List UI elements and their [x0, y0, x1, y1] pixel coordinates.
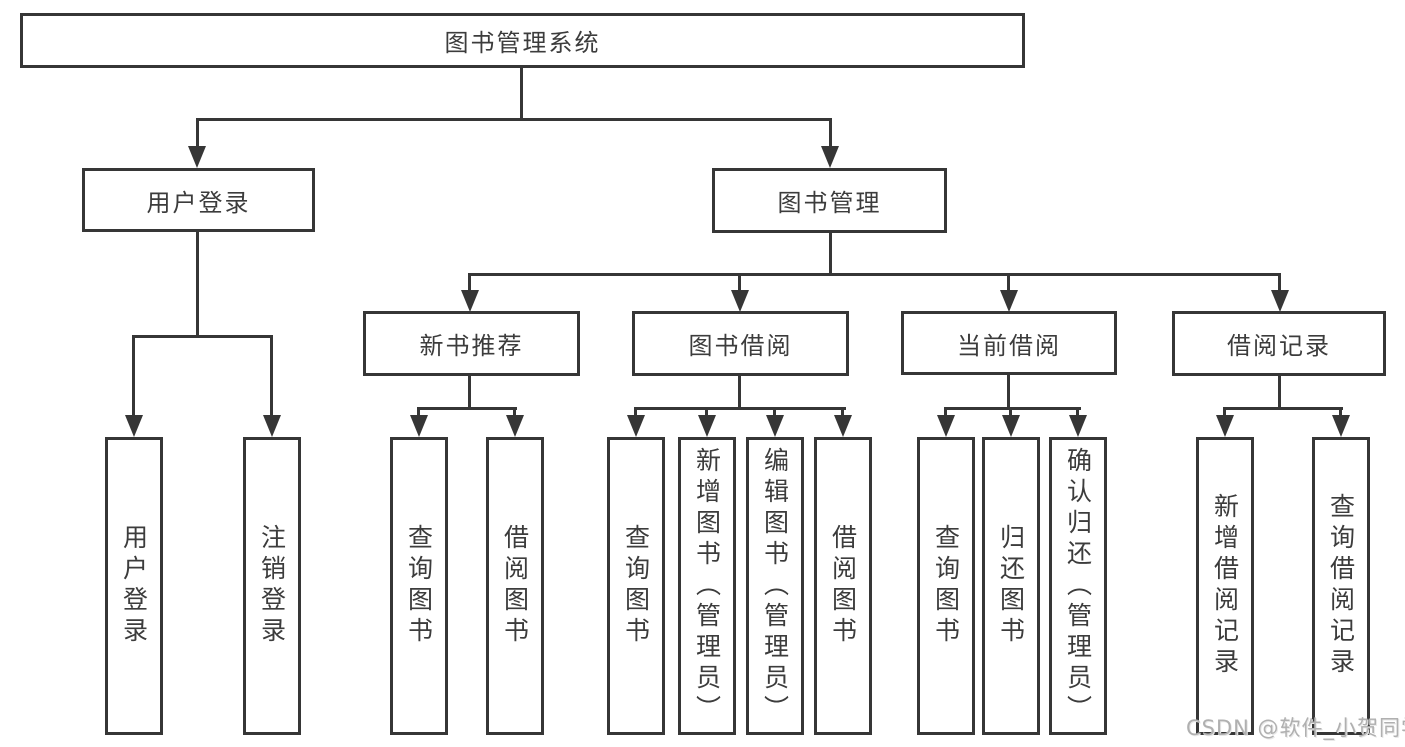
leaf-query-books-borrow: 查询图书 — [607, 437, 665, 735]
arrowhead — [698, 415, 716, 437]
node-label: 当前借阅 — [957, 331, 1061, 360]
connector-user-login-stem — [196, 232, 199, 337]
connector-new-book-stem — [468, 376, 471, 408]
node-label: 查询图书 — [404, 524, 434, 648]
node-label: 借阅图书 — [500, 524, 530, 648]
node-label: 借阅记录 — [1227, 332, 1331, 360]
connector-drop-logout-leaf — [270, 337, 273, 417]
connector-drop-book-borrow — [738, 275, 741, 295]
connector-drop-borrow-records — [1278, 275, 1281, 295]
node-current-borrow: 当前借阅 — [901, 311, 1117, 375]
arrowhead — [263, 415, 281, 437]
node-label: 注销登录 — [257, 524, 287, 648]
node-borrow-records: 借阅记录 — [1172, 311, 1386, 376]
connector-borrow-records-stem — [1278, 376, 1281, 408]
arrowhead — [1000, 290, 1018, 312]
arrowhead — [627, 415, 645, 437]
connector-book-management-stem — [829, 233, 832, 275]
node-label: 归还图书 — [996, 524, 1026, 648]
leaf-return-book: 归还图书 — [982, 437, 1040, 735]
connector-book-borrow-rail — [634, 407, 846, 410]
connector-drop-login-leaf — [132, 337, 135, 417]
arrowhead — [188, 146, 206, 168]
arrowhead — [937, 415, 955, 437]
csdn-watermark: CSDN @软件_小贺同学 — [1186, 716, 1405, 740]
connector-current-borrow-stem — [1007, 375, 1010, 408]
node-label: 新增借阅记录 — [1210, 493, 1240, 679]
connector-drop-book-management — [829, 120, 832, 150]
connector-drop-new-book — [468, 275, 471, 295]
connector-level3-rail — [468, 273, 1281, 276]
connector-root-stem — [520, 68, 523, 118]
arrowhead — [766, 415, 784, 437]
arrowhead — [1002, 415, 1020, 437]
node-label: 用户登录 — [146, 188, 251, 217]
leaf-borrow-books-borrow: 借阅图书 — [814, 437, 872, 735]
node-label: 编辑图书（管理员） — [760, 446, 790, 726]
node-label: 借阅图书 — [828, 524, 858, 648]
arrowhead — [125, 415, 143, 437]
node-book-borrow: 图书借阅 — [632, 311, 849, 376]
node-label: 查询借阅记录 — [1326, 493, 1356, 679]
connector-current-borrow-rail — [944, 407, 1081, 410]
arrowhead — [834, 415, 852, 437]
leaf-query-borrow-record: 查询借阅记录 — [1312, 437, 1370, 735]
node-library-system: 图书管理系统 — [20, 13, 1025, 68]
node-label: 确认归还（管理员） — [1063, 446, 1093, 726]
connector-borrow-records-rail — [1223, 407, 1343, 410]
leaf-add-book-admin: 新增图书（管理员） — [678, 437, 736, 735]
node-label: 图书管理 — [777, 189, 882, 217]
arrowhead — [1332, 415, 1350, 437]
arrowhead — [1216, 415, 1234, 437]
leaf-confirm-return-admin: 确认归还（管理员） — [1049, 437, 1107, 735]
arrowhead — [461, 290, 479, 312]
arrowhead — [821, 146, 839, 168]
leaf-add-borrow-record: 新增借阅记录 — [1196, 437, 1254, 735]
connector-level1-rail — [196, 118, 832, 121]
node-label: 用户登录 — [119, 524, 149, 648]
arrowhead — [410, 415, 428, 437]
connector-drop-current-borrow — [1007, 275, 1010, 295]
arrowhead — [731, 290, 749, 312]
arrowhead — [1271, 290, 1289, 312]
node-label: 新书推荐 — [419, 332, 524, 360]
arrowhead — [506, 415, 524, 437]
leaf-borrow-books-recommend: 借阅图书 — [486, 437, 544, 735]
connector-user-login-rail — [132, 335, 273, 338]
node-label: 查询图书 — [621, 524, 651, 648]
node-label: 图书管理系统 — [444, 29, 601, 57]
node-label: 查询图书 — [931, 524, 961, 648]
leaf-logout: 注销登录 — [243, 437, 301, 735]
connector-drop-user-login — [196, 120, 199, 150]
node-user-login: 用户登录 — [82, 168, 315, 232]
leaf-query-books-recommend: 查询图书 — [390, 437, 448, 735]
connector-book-borrow-stem — [738, 376, 741, 408]
connector-new-book-rail — [417, 407, 517, 410]
node-label: 图书借阅 — [688, 332, 793, 360]
node-book-management: 图书管理 — [712, 168, 947, 233]
arrowhead — [1069, 415, 1087, 437]
leaf-user-login: 用户登录 — [105, 437, 163, 735]
node-label: 新增图书（管理员） — [692, 446, 722, 726]
leaf-edit-book-admin: 编辑图书（管理员） — [746, 437, 804, 735]
leaf-query-books-current: 查询图书 — [917, 437, 975, 735]
node-new-book-recommend: 新书推荐 — [363, 311, 580, 376]
